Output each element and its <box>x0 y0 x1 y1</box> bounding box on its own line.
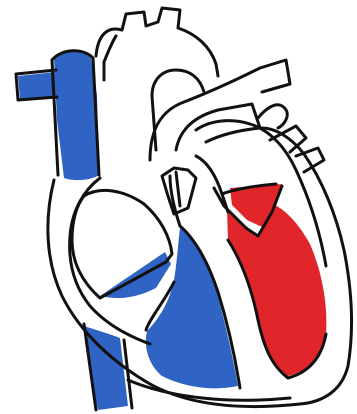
heart-inner-contour <box>70 178 150 344</box>
pulmonary-artery <box>150 60 290 160</box>
svc-side-stub <box>18 72 57 100</box>
left-ventricle <box>227 205 326 376</box>
